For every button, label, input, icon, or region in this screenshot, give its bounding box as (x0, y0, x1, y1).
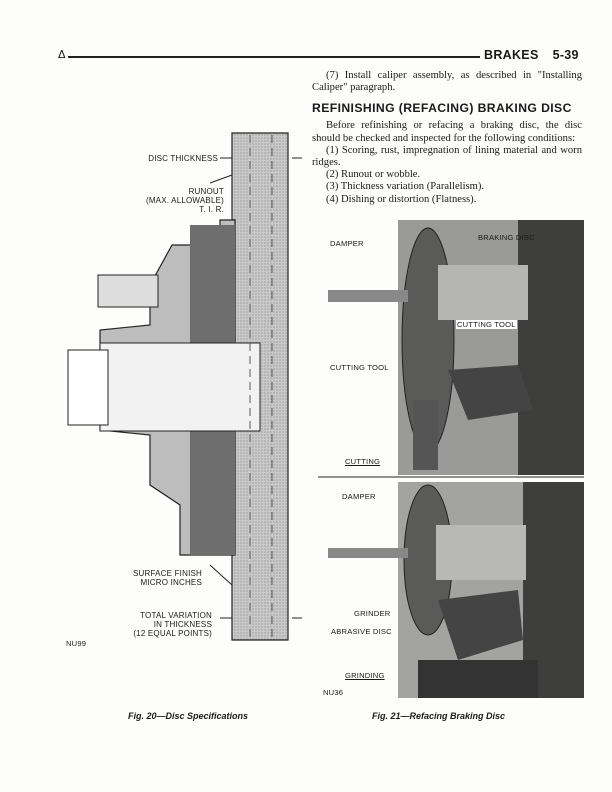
label-line: IN THICKNESS (153, 620, 212, 629)
figure-caption: Fig. 20—Disc Specifications (128, 711, 249, 721)
label-braking-disc: BRAKING DISC (478, 233, 535, 242)
figure-code: NU99 (66, 639, 87, 648)
condition-item: (3) Thickness variation (Parallelism). (326, 181, 485, 193)
label-line: SURFACE FINISH (132, 569, 202, 578)
label-damper: DAMPER (330, 239, 364, 248)
refacing-photos (318, 220, 584, 698)
label-line: (MAX. ALLOWABLE) (145, 196, 224, 205)
intro-paragraph: Before refinishing or refacing a braking… (312, 120, 582, 144)
label-abrasive-disc: ABRASIVE DISC (331, 627, 392, 636)
page-number: 5-39 (552, 48, 579, 62)
section-title: BRAKES (484, 48, 539, 62)
label-cutting-tool-left: CUTTING TOOL (330, 363, 389, 372)
label-line: TOTAL VARIATION (140, 611, 212, 620)
section-heading: REFINISHING (REFACING) BRAKING DISC (312, 101, 572, 116)
label-line: RUNOUT (188, 187, 224, 196)
figure-caption: Fig. 21—Refacing Braking Disc (372, 711, 506, 721)
condition-item: (1) Scoring, rust, impregnation of linin… (312, 144, 582, 169)
label-runout: RUNOUT(MAX. ALLOWABLE)T. I. R. (90, 187, 224, 214)
label-cutting: CUTTING (345, 457, 381, 466)
section-marker: Δ (58, 48, 66, 61)
label-damper-2: DAMPER (342, 492, 376, 501)
label-grinding: GRINDING (345, 671, 385, 680)
label-line: MICRO INCHES (140, 578, 202, 587)
header-rule (68, 56, 480, 58)
label-cutting-tool-right: CUTTING TOOL (456, 320, 517, 329)
running-header: BRAKES 5-39 (484, 48, 579, 62)
disc-cross-section-drawing (67, 132, 302, 641)
condition-item: (4) Dishing or distortion (Flatness). (326, 193, 477, 205)
label-line: (12 EQUAL POINTS) (133, 629, 212, 638)
step-7: (7) Install caliper assembly, as describ… (312, 70, 582, 94)
label-line: T. I. R. (199, 205, 224, 214)
condition-item: (2) Runout or wobble. (326, 169, 421, 181)
label-grinder: GRINDER (354, 609, 391, 618)
figure-code: NU36 (323, 688, 344, 697)
body-text: (7) Install caliper assembly, as describ… (312, 70, 582, 206)
label-disc-thickness: DISC THICKNESS (148, 154, 218, 163)
